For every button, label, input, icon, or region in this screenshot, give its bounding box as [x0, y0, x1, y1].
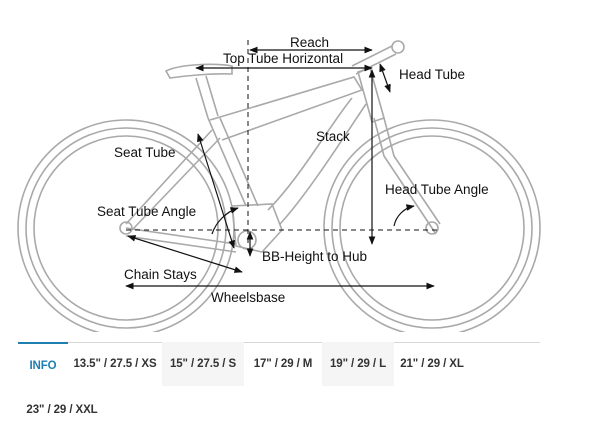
tab-size-m[interactable]: 17" / 29 / M	[253, 358, 313, 370]
label-wheelsbase: Wheelsbase	[211, 290, 285, 305]
tab-size-xs[interactable]: 13.5" / 27.5 / XS	[73, 358, 157, 370]
tab-info[interactable]: INFO	[18, 342, 68, 386]
bike-geometry-diagram: Reach Top Tube Horizontal Head Tube Stac…	[17, 35, 541, 332]
down-tube	[267, 97, 367, 225]
tab-size-xl[interactable]: 21" / 29 / XL	[400, 358, 464, 370]
top-tube	[209, 76, 364, 141]
seat-tube-angle-arc	[211, 207, 239, 235]
label-chain-stays: Chain Stays	[124, 267, 197, 282]
tabs-divider	[18, 342, 540, 343]
label-seat-tube-angle: Seat Tube Angle	[97, 204, 196, 219]
seat-tube-arrow	[197, 133, 235, 249]
label-stack: Stack	[316, 129, 350, 144]
front-wheel	[323, 119, 541, 332]
seatpost	[195, 75, 219, 119]
tab-size-l[interactable]: 19" / 29 / L	[322, 342, 394, 386]
fork	[373, 117, 441, 235]
size-tabs: INFO 13.5" / 27.5 / XS 15" / 27.5 / S 17…	[18, 342, 540, 432]
reference-lines	[126, 40, 440, 246]
label-head-tube-angle: Head Tube Angle	[385, 182, 489, 197]
measurement-arrows	[125, 46, 435, 290]
geometry-labels: Reach Top Tube Horizontal Head Tube Stac…	[97, 35, 489, 305]
label-head-tube: Head Tube	[399, 67, 465, 82]
head-tube-arrow	[379, 63, 391, 93]
tab-size-s[interactable]: 15" / 27.5 / S	[162, 342, 244, 386]
chain-stays-arrow	[127, 235, 243, 273]
seat-tube-outline	[207, 117, 259, 207]
saddle	[164, 63, 233, 79]
tab-size-xxl[interactable]: 23" / 29 / XXL	[26, 404, 98, 416]
label-bb-height-to-hub: BB-Height to Hub	[262, 249, 367, 264]
head-tube-angle-arc	[393, 204, 415, 227]
label-reach: Reach	[290, 35, 329, 50]
head-tube-outline	[357, 66, 385, 124]
label-top-tube-horizontal: Top Tube Horizontal	[223, 51, 343, 66]
label-seat-tube: Seat Tube	[114, 145, 176, 160]
